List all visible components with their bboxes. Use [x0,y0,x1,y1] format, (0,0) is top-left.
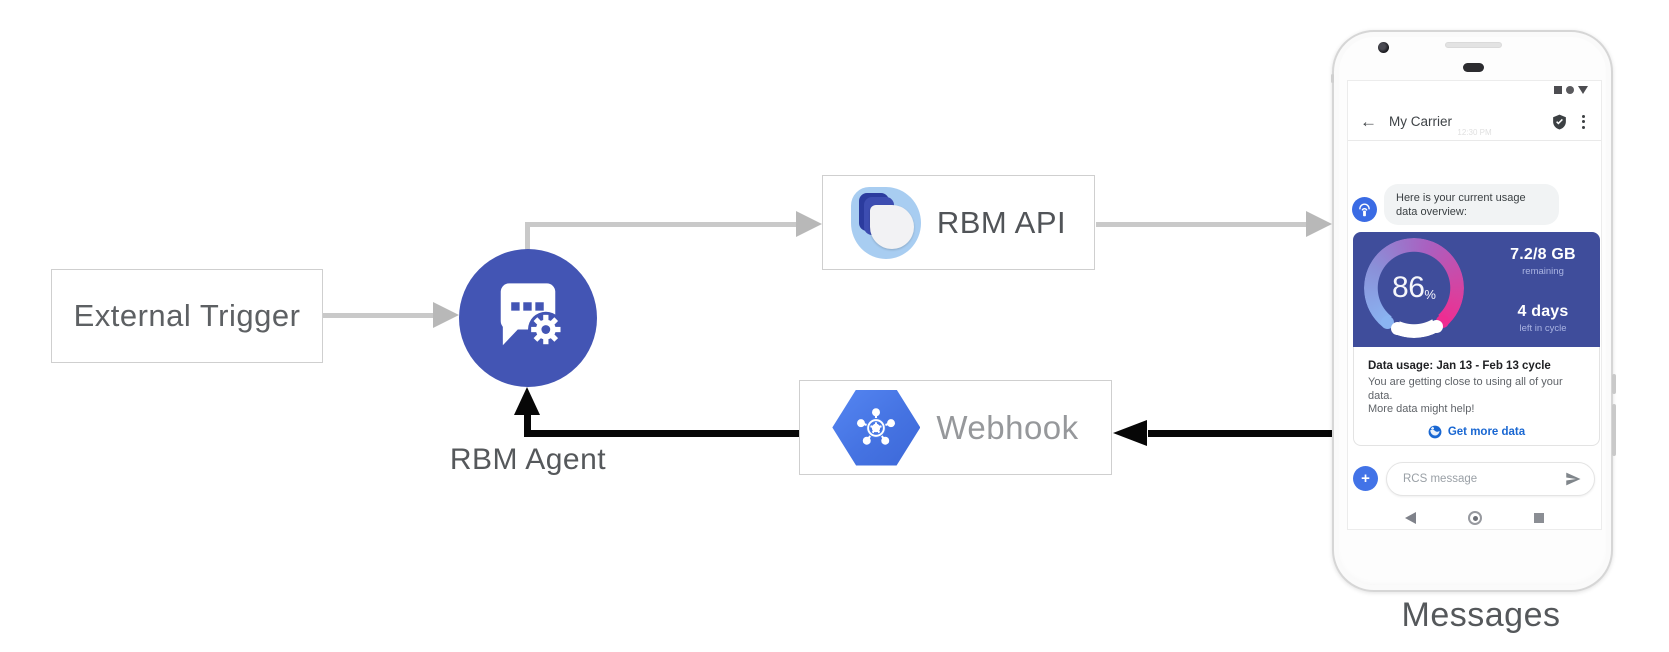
arrow-webhook-to-agent-line [524,430,800,437]
gauge-cap-blue [1380,316,1394,329]
phone-power-button[interactable] [1611,374,1616,394]
phone-caption: Messages [1401,596,1561,634]
rcs-message-input[interactable] [1386,462,1595,496]
rbm-api-logo-icon [850,186,921,259]
data-remaining-label: remaining [1522,266,1564,277]
arrow-phone-to-webhook-head [1113,420,1147,446]
webhook-node: Webhook [799,380,1112,475]
rbm-api-node: RBM API [822,175,1095,270]
usage-gauge: 86 % [1364,238,1464,338]
agent-message-bubble: Here is your current usage data overview… [1384,184,1559,225]
chat-bubble-gear-icon [500,283,564,348]
days-left-label: left in cycle [1519,323,1567,334]
arrow-api-to-phone-head [1306,211,1332,237]
message-timestamp: 12:30 PM [1457,128,1492,137]
send-icon[interactable] [1564,470,1582,488]
external-trigger-label: External Trigger [73,298,301,333]
front-camera [1378,42,1389,53]
carrier-avatar [1352,197,1377,222]
conversation-title: My Carrier [1389,114,1452,129]
phone-mockup: ← My Carrier 12:30 PM Here is your curre… [1330,30,1616,592]
globe-icon [1428,425,1442,438]
earpiece [1463,63,1484,72]
arrow-webhook-to-agent-head [514,387,540,415]
arrow-external-to-agent-line [323,313,435,318]
header-divider [1348,140,1601,141]
nav-recents-button[interactable] [1534,513,1544,523]
arrow-api-to-phone-line [1096,222,1308,227]
nav-back-button[interactable] [1405,512,1416,524]
days-left-value: 4 days [1517,303,1569,320]
info-body-line2: More data might help! [1368,403,1475,415]
arrow-webhook-to-agent-vertical [524,411,531,437]
phone-sim-notch [1330,74,1334,83]
phone-volume-button[interactable] [1611,404,1616,456]
phone-screen: ← My Carrier 12:30 PM Here is your curre… [1347,80,1602,530]
rbm-agent-node [459,249,597,387]
arrow-external-to-agent-head [433,302,459,328]
back-arrow-icon[interactable]: ← [1360,112,1377,131]
conversation-header: ← My Carrier [1348,103,1601,140]
bubble-text-line1: Here is your current usage [1396,192,1526,204]
data-usage-info-card: Data usage: Jan 13 - Feb 13 cycle You ar… [1353,347,1600,446]
verified-shield-icon[interactable] [1551,113,1568,131]
arrow-agent-to-api-line [525,222,798,227]
rbm-agent-label: RBM Agent [449,443,607,476]
info-body-line1: You are getting close to using all of yo… [1368,376,1563,402]
gauge-percent-unit: % [1424,286,1436,302]
webhook-hexagon-icon [832,389,921,466]
usage-overview-card: 86 % 7.2/8 GB remaining 4 days left in c… [1353,232,1600,347]
data-remaining-value: 7.2/8 GB [1510,246,1576,263]
gauge-percent: 86 % [1364,238,1464,338]
gauge-cap-white [1429,319,1443,333]
usage-stats: 7.2/8 GB remaining 4 days left in cycle [1493,246,1593,334]
status-dot-icon [1566,86,1574,94]
get-more-data-button[interactable]: Get more data [1368,425,1585,439]
nav-home-button[interactable] [1468,511,1482,525]
status-network-icon [1554,86,1562,94]
gauge-cap-white [1390,321,1404,335]
get-more-data-label: Get more data [1447,425,1526,438]
external-trigger-node: External Trigger [51,269,323,363]
speaker-slot [1445,42,1502,48]
antenna-icon [1359,203,1370,217]
overflow-menu-icon[interactable] [1578,113,1589,131]
arrow-phone-to-webhook-line [1148,430,1348,437]
arrow-agent-to-api-head [796,211,822,237]
android-navbar [1348,505,1601,529]
webhook-label: Webhook [936,408,1079,446]
status-signal-icon [1578,86,1588,94]
arrow-agent-to-api-vertical [525,222,530,252]
gauge-percent-value: 86 [1392,271,1425,304]
info-card-body: You are getting close to using all of yo… [1368,376,1585,417]
add-attachment-button[interactable]: + [1353,466,1378,491]
info-card-title: Data usage: Jan 13 - Feb 13 cycle [1368,360,1551,372]
rbm-api-label: RBM API [936,204,1067,240]
bubble-text-line2: data overview: [1396,206,1467,218]
status-bar [1554,86,1588,94]
